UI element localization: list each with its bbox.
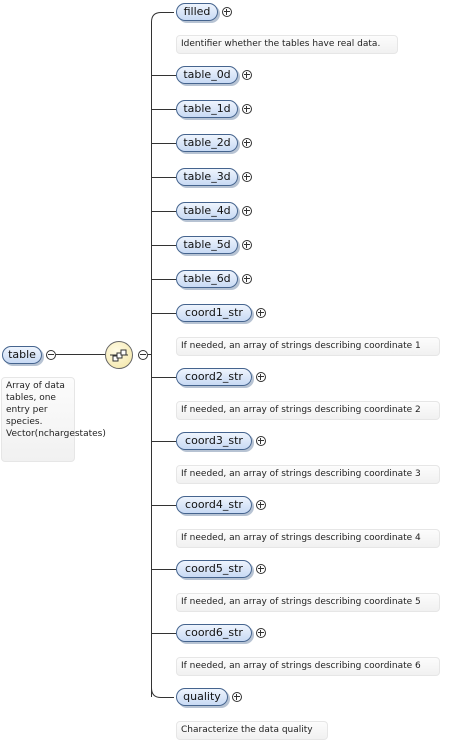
element-doc-filled: Identifier whether the tables have real …: [176, 35, 398, 54]
element-doc-coord4-str: If needed, an array of strings describin…: [176, 529, 440, 548]
branch-connector: [152, 75, 176, 76]
trunk-line: [151, 22, 152, 697]
expand-table-6d-icon[interactable]: [242, 274, 252, 284]
element-node-table-6d[interactable]: table_6d: [176, 270, 238, 288]
expand-quality-icon[interactable]: [232, 692, 242, 702]
element-node-quality[interactable]: quality: [176, 688, 228, 706]
branch-connector: [152, 505, 176, 506]
element-doc-coord5-str: If needed, an array of strings describin…: [176, 593, 440, 612]
expand-table-5d-icon[interactable]: [242, 240, 252, 250]
element-node-coord4-str[interactable]: coord4_str: [176, 496, 252, 514]
connector-root-sequence: [56, 354, 105, 355]
branch-connector: [152, 633, 176, 634]
branch-connector: [152, 143, 176, 144]
expand-table-3d-icon[interactable]: [242, 172, 252, 182]
element-node-table-2d[interactable]: table_2d: [176, 134, 238, 152]
expand-table-0d-icon[interactable]: [242, 70, 252, 80]
expand-coord6-str-icon[interactable]: [256, 628, 266, 638]
element-node-coord1-str[interactable]: coord1_str: [176, 304, 252, 322]
trunk-bottom-curve: [151, 688, 174, 698]
branch-connector: [152, 441, 176, 442]
element-node-coord6-str[interactable]: coord6_str: [176, 624, 252, 642]
root-documentation: Array of data tables, one entry per spec…: [1, 377, 106, 462]
element-node-table-1d[interactable]: table_1d: [176, 100, 238, 118]
element-doc-coord6-str: If needed, an array of strings describin…: [176, 657, 440, 676]
branch-connector: [152, 177, 176, 178]
branch-connector: [152, 569, 176, 570]
expand-coord1-str-icon[interactable]: [256, 308, 266, 318]
element-node-table-4d[interactable]: table_4d: [176, 202, 238, 220]
branch-connector: [152, 377, 176, 378]
expand-coord2-str-icon[interactable]: [256, 372, 266, 382]
element-node-coord3-str[interactable]: coord3_str: [176, 432, 252, 450]
branch-connector: [152, 211, 176, 212]
element-node-table-3d[interactable]: table_3d: [176, 168, 238, 186]
element-node-filled[interactable]: filled: [176, 3, 218, 21]
connector-sequence-trunk: [148, 354, 152, 355]
branch-connector: [152, 245, 176, 246]
element-node-coord5-str[interactable]: coord5_str: [176, 560, 252, 578]
branch-connector: [152, 279, 176, 280]
sequence-compositor-icon[interactable]: [105, 341, 133, 369]
element-node-table-0d[interactable]: table_0d: [176, 66, 238, 84]
element-doc-quality: Characterize the data quality: [176, 721, 328, 740]
element-doc-coord3-str: If needed, an array of strings describin…: [176, 465, 440, 484]
collapse-root-icon[interactable]: [46, 350, 56, 360]
collapse-sequence-icon[interactable]: [138, 350, 148, 360]
expand-coord3-str-icon[interactable]: [256, 436, 266, 446]
branch-connector: [152, 313, 176, 314]
expand-coord5-str-icon[interactable]: [256, 564, 266, 574]
expand-table-4d-icon[interactable]: [242, 206, 252, 216]
expand-coord4-str-icon[interactable]: [256, 500, 266, 510]
element-doc-coord2-str: If needed, an array of strings describin…: [176, 401, 440, 420]
branch-connector: [152, 109, 176, 110]
expand-table-1d-icon[interactable]: [242, 104, 252, 114]
expand-table-2d-icon[interactable]: [242, 138, 252, 148]
element-doc-coord1-str: If needed, an array of strings describin…: [176, 337, 440, 356]
element-node-table-5d[interactable]: table_5d: [176, 236, 238, 254]
trunk-top-curve: [151, 12, 174, 23]
expand-filled-icon[interactable]: [222, 7, 232, 17]
element-node-coord2-str[interactable]: coord2_str: [176, 368, 252, 386]
root-node-table[interactable]: table: [2, 346, 42, 364]
